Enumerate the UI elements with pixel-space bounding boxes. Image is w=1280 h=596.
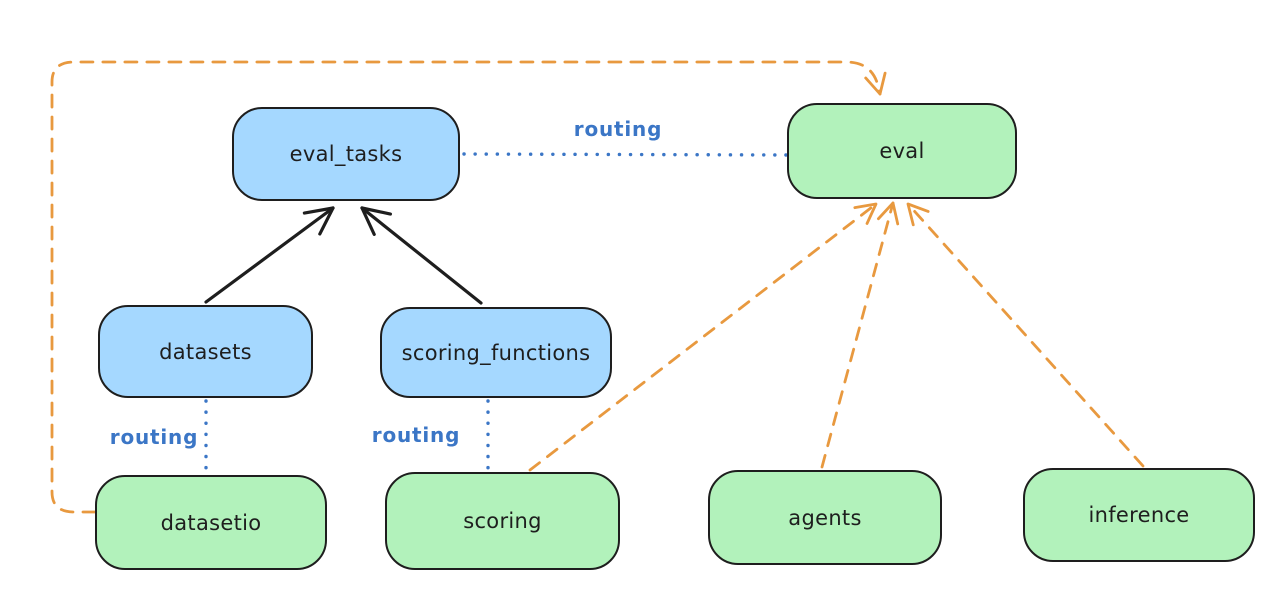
node-datasetio-label: datasetio: [160, 510, 262, 535]
node-eval: eval: [787, 103, 1017, 199]
node-agents: agents: [708, 470, 942, 565]
node-inference-label: inference: [1088, 503, 1190, 527]
node-datasets: datasets: [98, 305, 313, 398]
node-scoring-functions-label: scoring_functions: [401, 340, 591, 365]
edge-datasets-to-eval-tasks: [204, 206, 335, 304]
edge-eval-tasks-to-eval-routing: [462, 152, 788, 157]
node-datasets-label: datasets: [159, 339, 252, 364]
edge-agents-to-eval: [820, 201, 900, 469]
node-eval-tasks-label: eval_tasks: [289, 142, 403, 166]
edge-inference-to-eval: [906, 202, 1145, 468]
edge-label-routing-datasets-datasetio: routing: [109, 425, 199, 449]
edge-label-routing-eval-tasks-eval: routing: [573, 117, 663, 141]
node-inference: inference: [1023, 468, 1255, 562]
node-eval-label: eval: [879, 139, 925, 163]
node-agents-label: agents: [788, 505, 862, 530]
node-scoring-label: scoring: [463, 509, 542, 533]
node-datasetio: datasetio: [95, 475, 327, 570]
node-eval-tasks: eval_tasks: [232, 107, 460, 201]
node-scoring-functions: scoring_functions: [380, 307, 612, 398]
edge-label-routing-scoring-functions-scoring: routing: [371, 423, 461, 447]
edge-scoring-functions-to-eval-tasks: [360, 206, 483, 305]
edge-scoring-to-eval: [528, 202, 878, 472]
node-scoring: scoring: [385, 472, 620, 570]
